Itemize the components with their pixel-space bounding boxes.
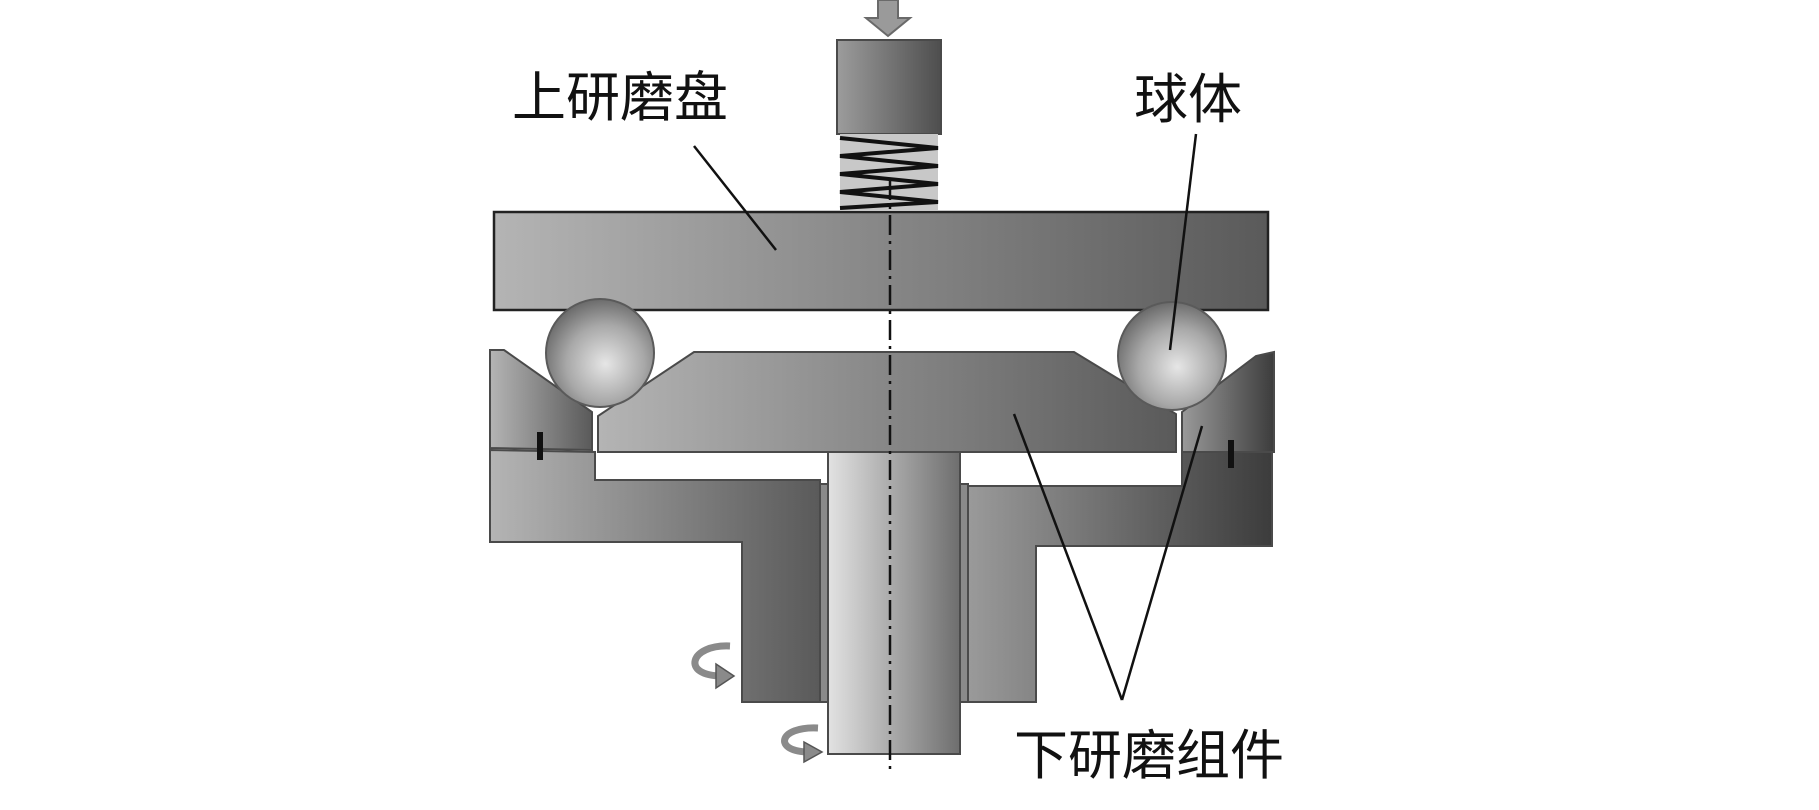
lower-holder-right: [967, 449, 1273, 703]
leader-line-ball: [1168, 133, 1198, 351]
leader-line-upper-disc: [693, 145, 777, 251]
label-lower-assembly: 下研磨组件: [1014, 724, 1284, 787]
pin-mark-right: [1228, 440, 1234, 468]
outer-ring-left: [489, 349, 593, 452]
central-shaft: [827, 451, 961, 755]
down-arrow-icon: [863, 0, 913, 38]
inner-lower-disc: [597, 351, 1177, 453]
pin-mark-left: [537, 432, 543, 460]
outer-ring-right: [1181, 350, 1275, 453]
ball-right: [1117, 301, 1227, 411]
leader-line-lower-inner: [1012, 413, 1124, 701]
leader-line-lower-outer: [1120, 425, 1204, 701]
rotation-arrow-icon: [691, 642, 736, 690]
lower-holder-left: [489, 448, 821, 703]
loading-plunger: [836, 39, 942, 135]
rotation-arrow-icon: [781, 724, 824, 764]
upper-lapping-disc: [492, 210, 1270, 312]
ball-left: [545, 298, 655, 408]
label-upper-disc: 上研磨盘: [512, 66, 728, 129]
label-ball: 球体: [1134, 68, 1242, 131]
